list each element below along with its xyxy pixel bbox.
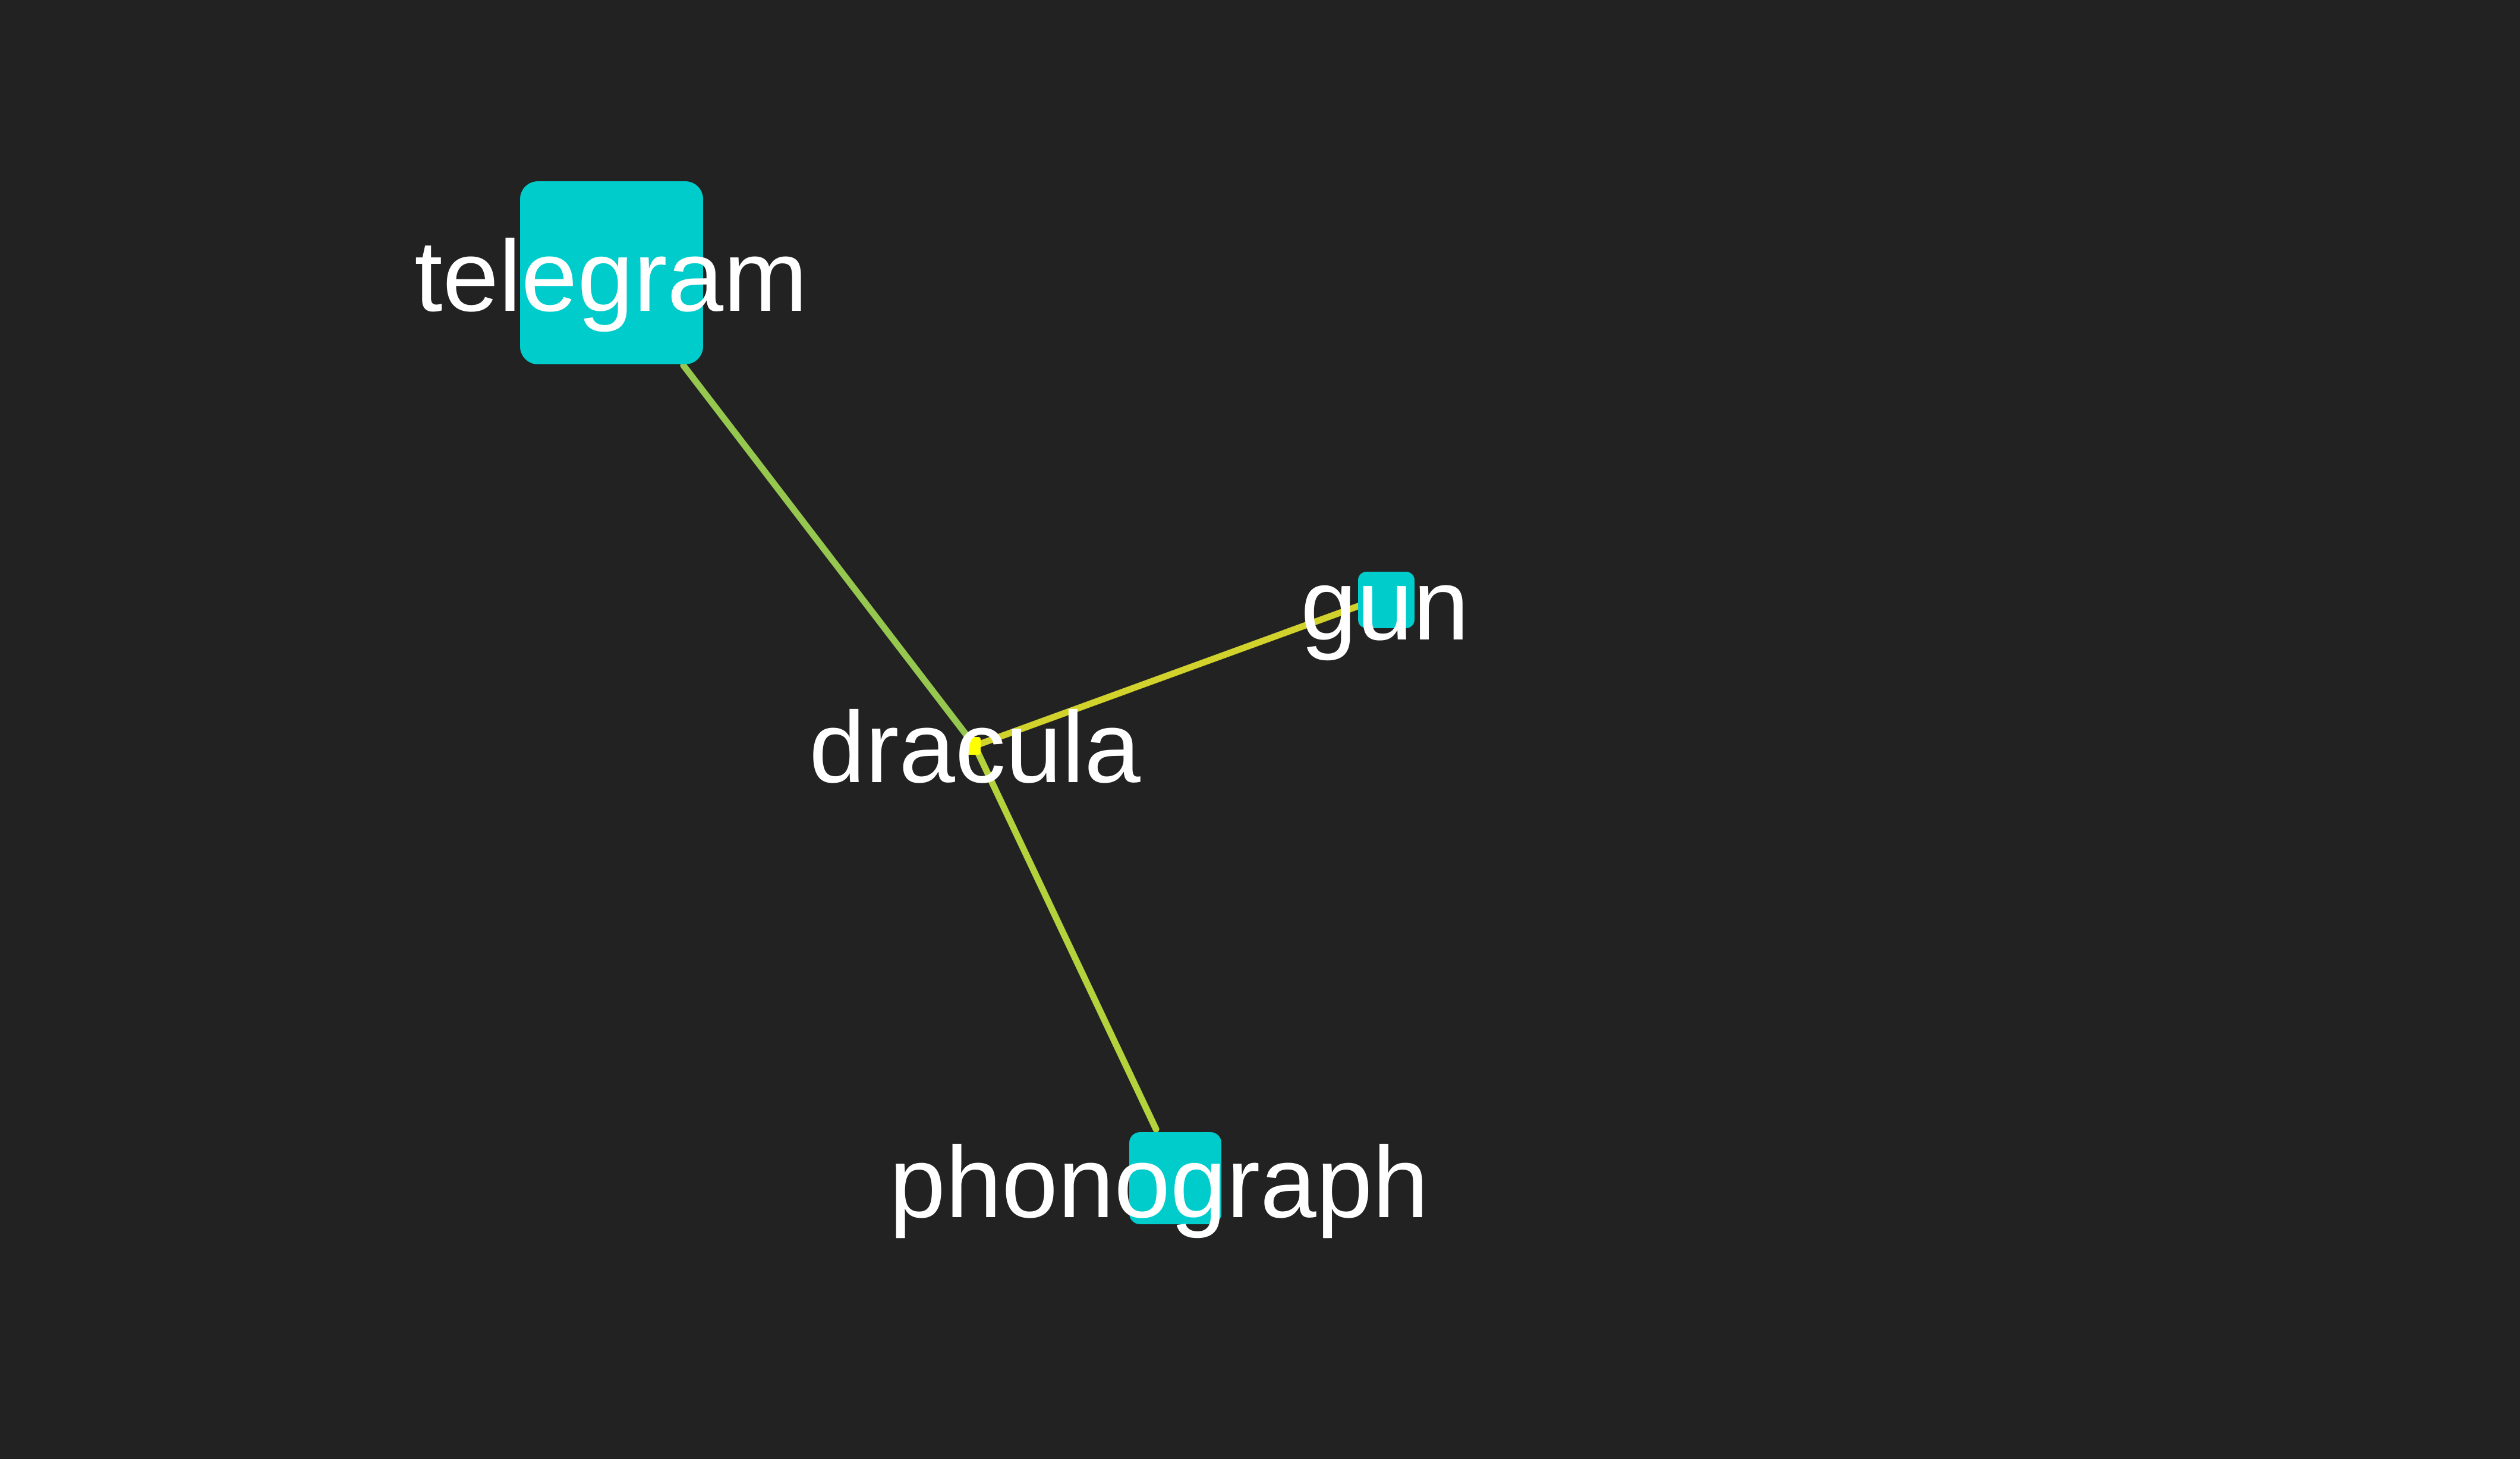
node-gun-label: gun	[1300, 549, 1469, 661]
node-phonograph-label: phonograph	[889, 1126, 1429, 1239]
node-dracula-marker[interactable]	[963, 737, 981, 755]
node-phonograph-square[interactable]	[1129, 1132, 1221, 1224]
node-telegram-square[interactable]	[520, 181, 703, 364]
node-telegram-label: telegram	[414, 220, 807, 333]
node-gun-square[interactable]	[1358, 572, 1415, 628]
node-dracula-label: dracula	[809, 691, 1141, 804]
edge-dracula-telegram	[680, 362, 978, 749]
edge-dracula-phonograph	[971, 742, 1160, 1133]
edge-dracula-gun	[971, 603, 1362, 749]
